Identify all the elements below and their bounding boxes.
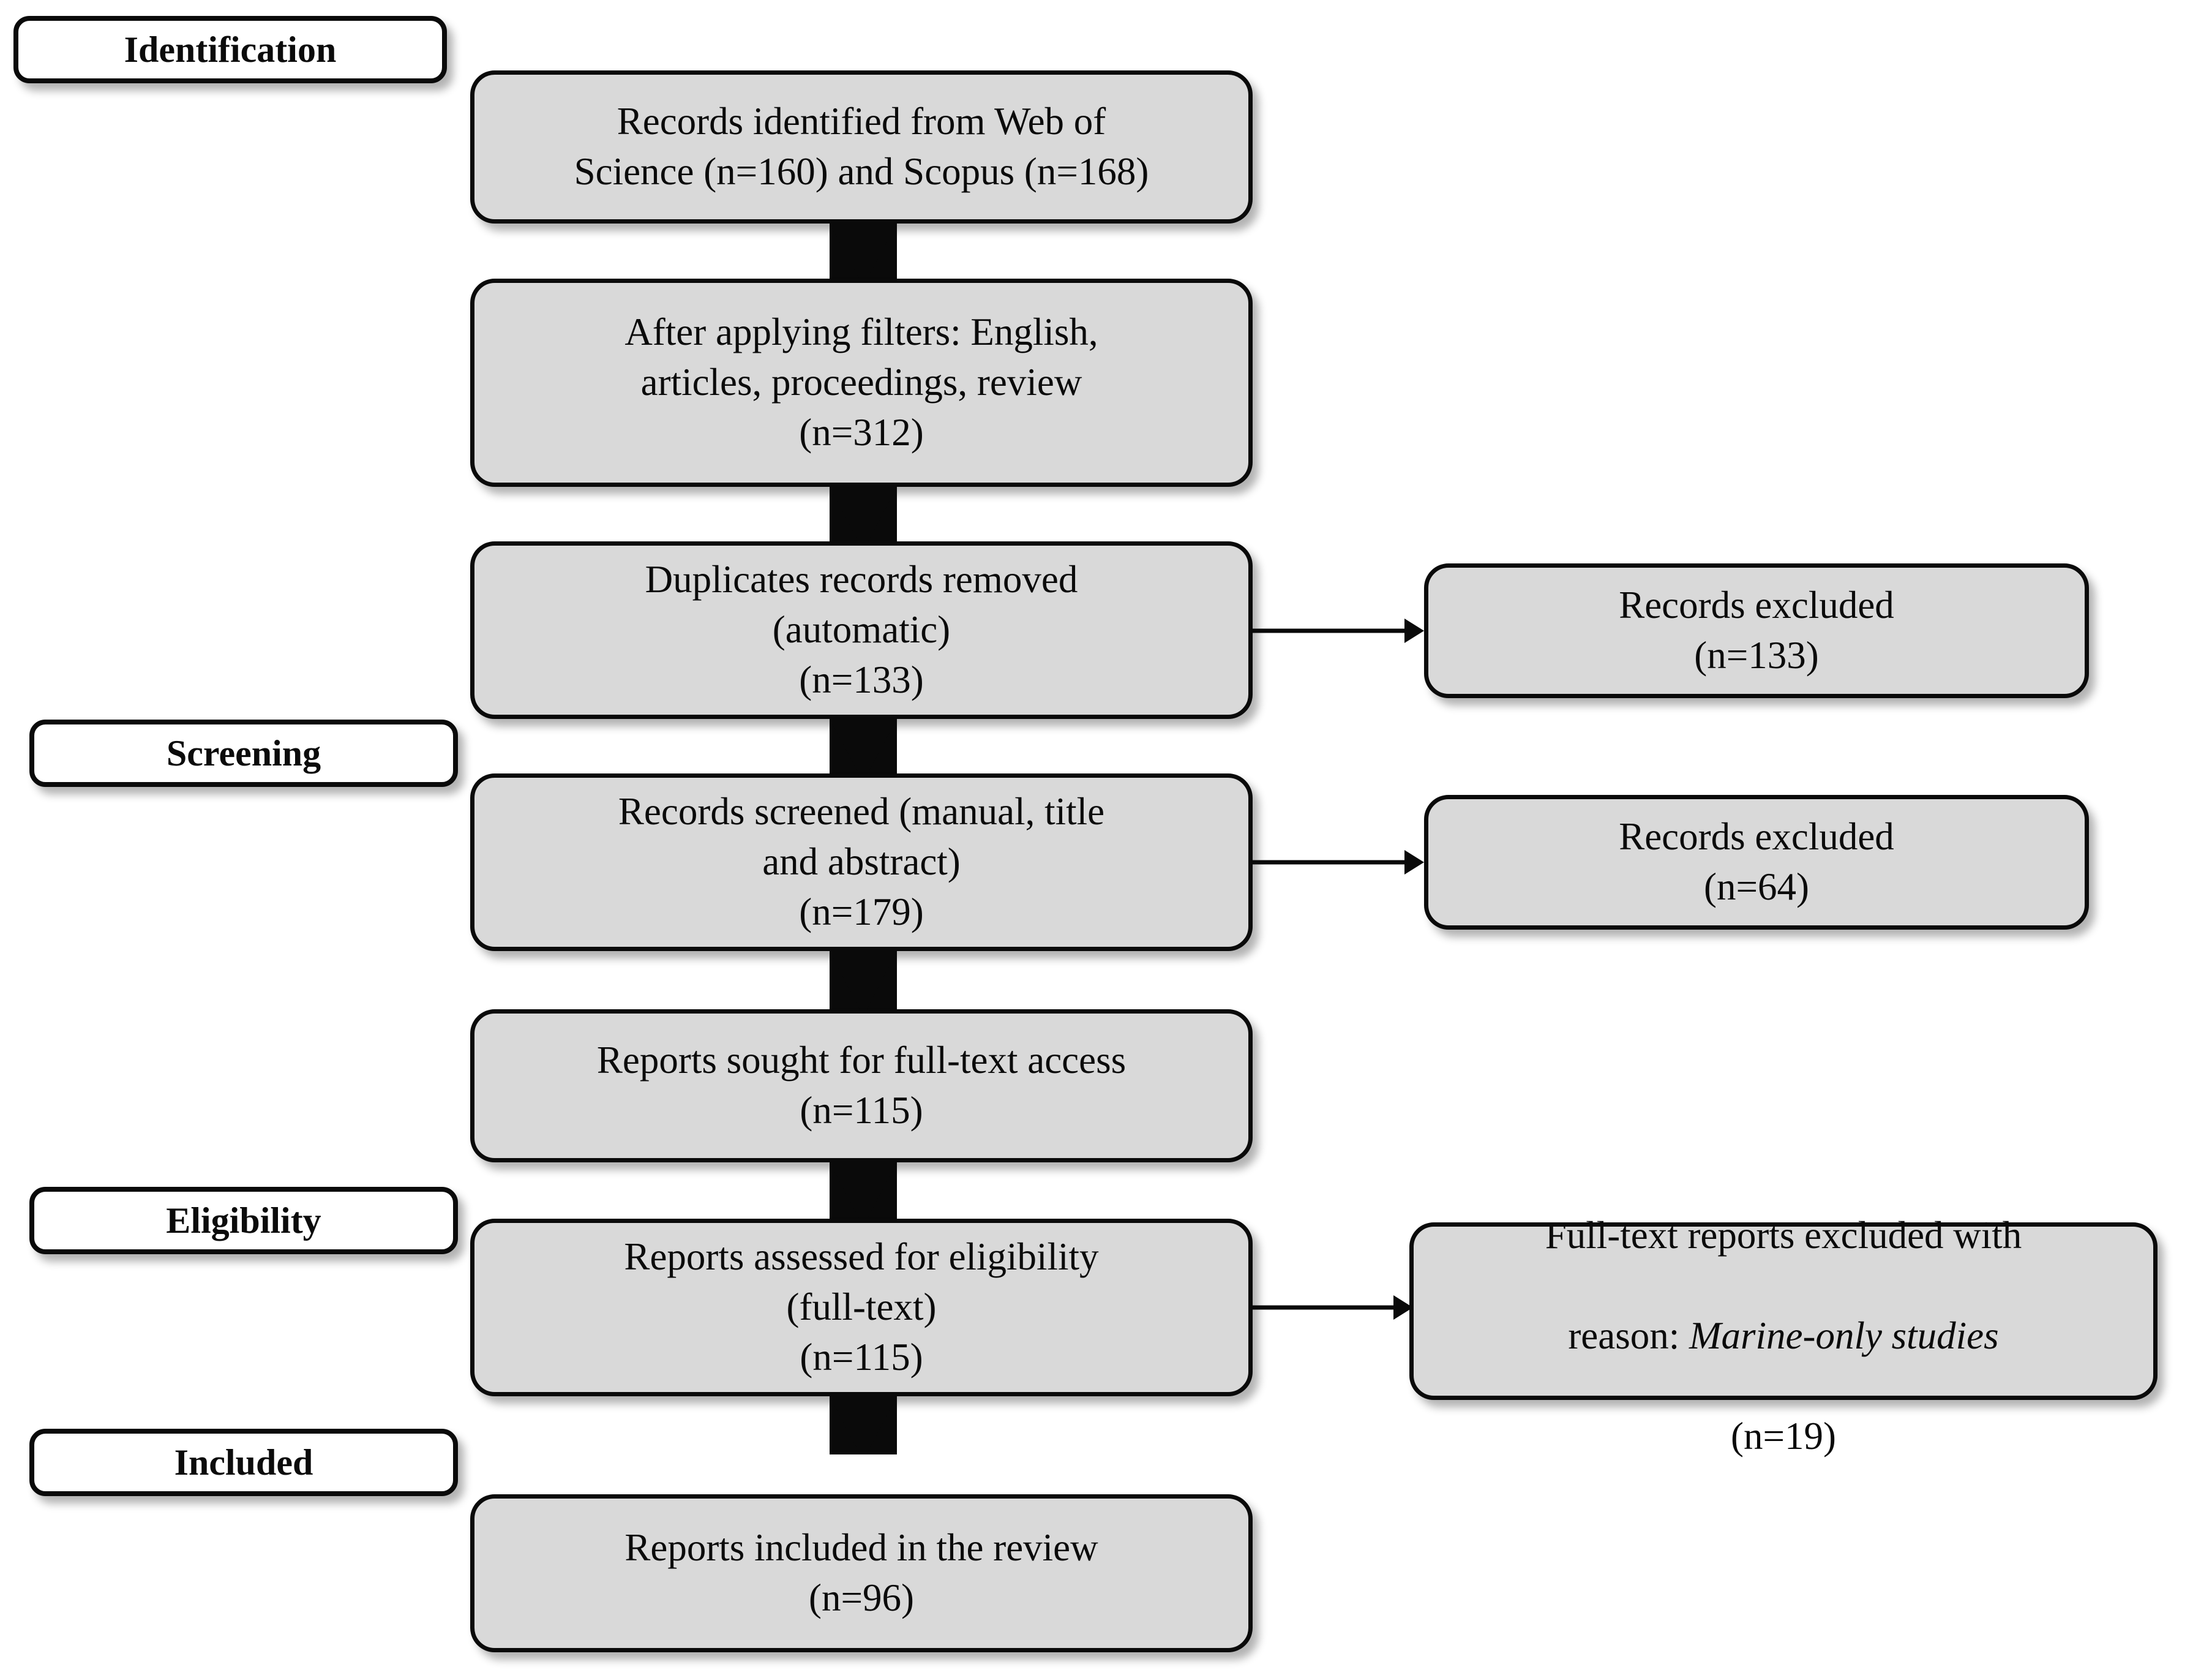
flow-box-records-screened: Records screened (manual, title and abst… <box>470 773 1253 951</box>
stage-label-identification-text: Identification <box>124 29 337 70</box>
flow-box-records-identified: Records identified from Web of Science (… <box>470 70 1253 224</box>
arrow-screened-to-excluded <box>1253 844 1424 881</box>
excluded-box-fulltext-reason: Marine-only studies <box>1689 1314 1999 1357</box>
connector-filters-to-duplicates <box>830 487 897 545</box>
flow-box-duplicates-removed-text: Duplicates records removed (automatic) (… <box>645 558 1078 701</box>
excluded-box-fulltext-line2-prefix: reason: <box>1568 1314 1689 1357</box>
stage-label-identification: Identification <box>13 16 447 83</box>
flow-box-reports-sought: Reports sought for full-text access (n=1… <box>470 1009 1253 1162</box>
excluded-box-fulltext: Full-text reports excluded with reason: … <box>1409 1214 2158 1458</box>
excluded-box-duplicates-text: Records excluded (n=133) <box>1619 584 1894 677</box>
flow-box-duplicates-removed: Duplicates records removed (automatic) (… <box>470 541 1253 719</box>
connector-sought-to-assessed <box>830 1162 897 1221</box>
flow-box-reports-included-text: Reports included in the review (n=96) <box>624 1526 1098 1619</box>
connector-screened-to-sought <box>830 951 897 1010</box>
flow-box-reports-assessed-text: Reports assessed for eligibility (full-t… <box>624 1235 1099 1379</box>
connector-identified-to-filters <box>830 224 897 280</box>
flow-box-records-screened-text: Records screened (manual, title and abst… <box>618 790 1105 933</box>
excluded-box-fulltext-line3: (n=19) <box>1731 1414 1836 1458</box>
arrow-duplicates-to-excluded <box>1253 612 1424 649</box>
flow-box-records-identified-text: Records identified from Web of Science (… <box>574 100 1149 193</box>
stage-label-included: Included <box>29 1429 458 1496</box>
flow-box-after-filters-text: After applying filters: English, article… <box>624 310 1098 454</box>
connector-assessed-to-included <box>830 1396 897 1454</box>
excluded-box-fulltext-text: Full-text reports excluded with reason: … <box>1524 1161 2043 1461</box>
stage-label-included-text: Included <box>174 1442 313 1483</box>
stage-label-eligibility: Eligibility <box>29 1187 458 1254</box>
connector-duplicates-to-screened <box>830 719 897 776</box>
flow-box-reports-assessed: Reports assessed for eligibility (full-t… <box>470 1219 1253 1396</box>
flow-box-reports-sought-text: Reports sought for full-text access (n=1… <box>596 1039 1127 1132</box>
excluded-box-screening: Records excluded (n=64) <box>1424 795 2089 930</box>
stage-label-screening: Screening <box>29 720 458 787</box>
excluded-box-fulltext-line1: Full-text reports excluded with <box>1545 1214 2022 1257</box>
excluded-box-screening-text: Records excluded (n=64) <box>1619 815 1894 908</box>
flow-box-after-filters: After applying filters: English, article… <box>470 279 1253 487</box>
flow-box-reports-included: Reports included in the review (n=96) <box>470 1494 1253 1652</box>
excluded-box-duplicates: Records excluded (n=133) <box>1424 563 2089 698</box>
stage-label-screening-text: Screening <box>166 733 321 773</box>
arrow-assessed-to-fulltext-excluded <box>1253 1289 1413 1326</box>
stage-label-eligibility-text: Eligibility <box>166 1200 321 1241</box>
